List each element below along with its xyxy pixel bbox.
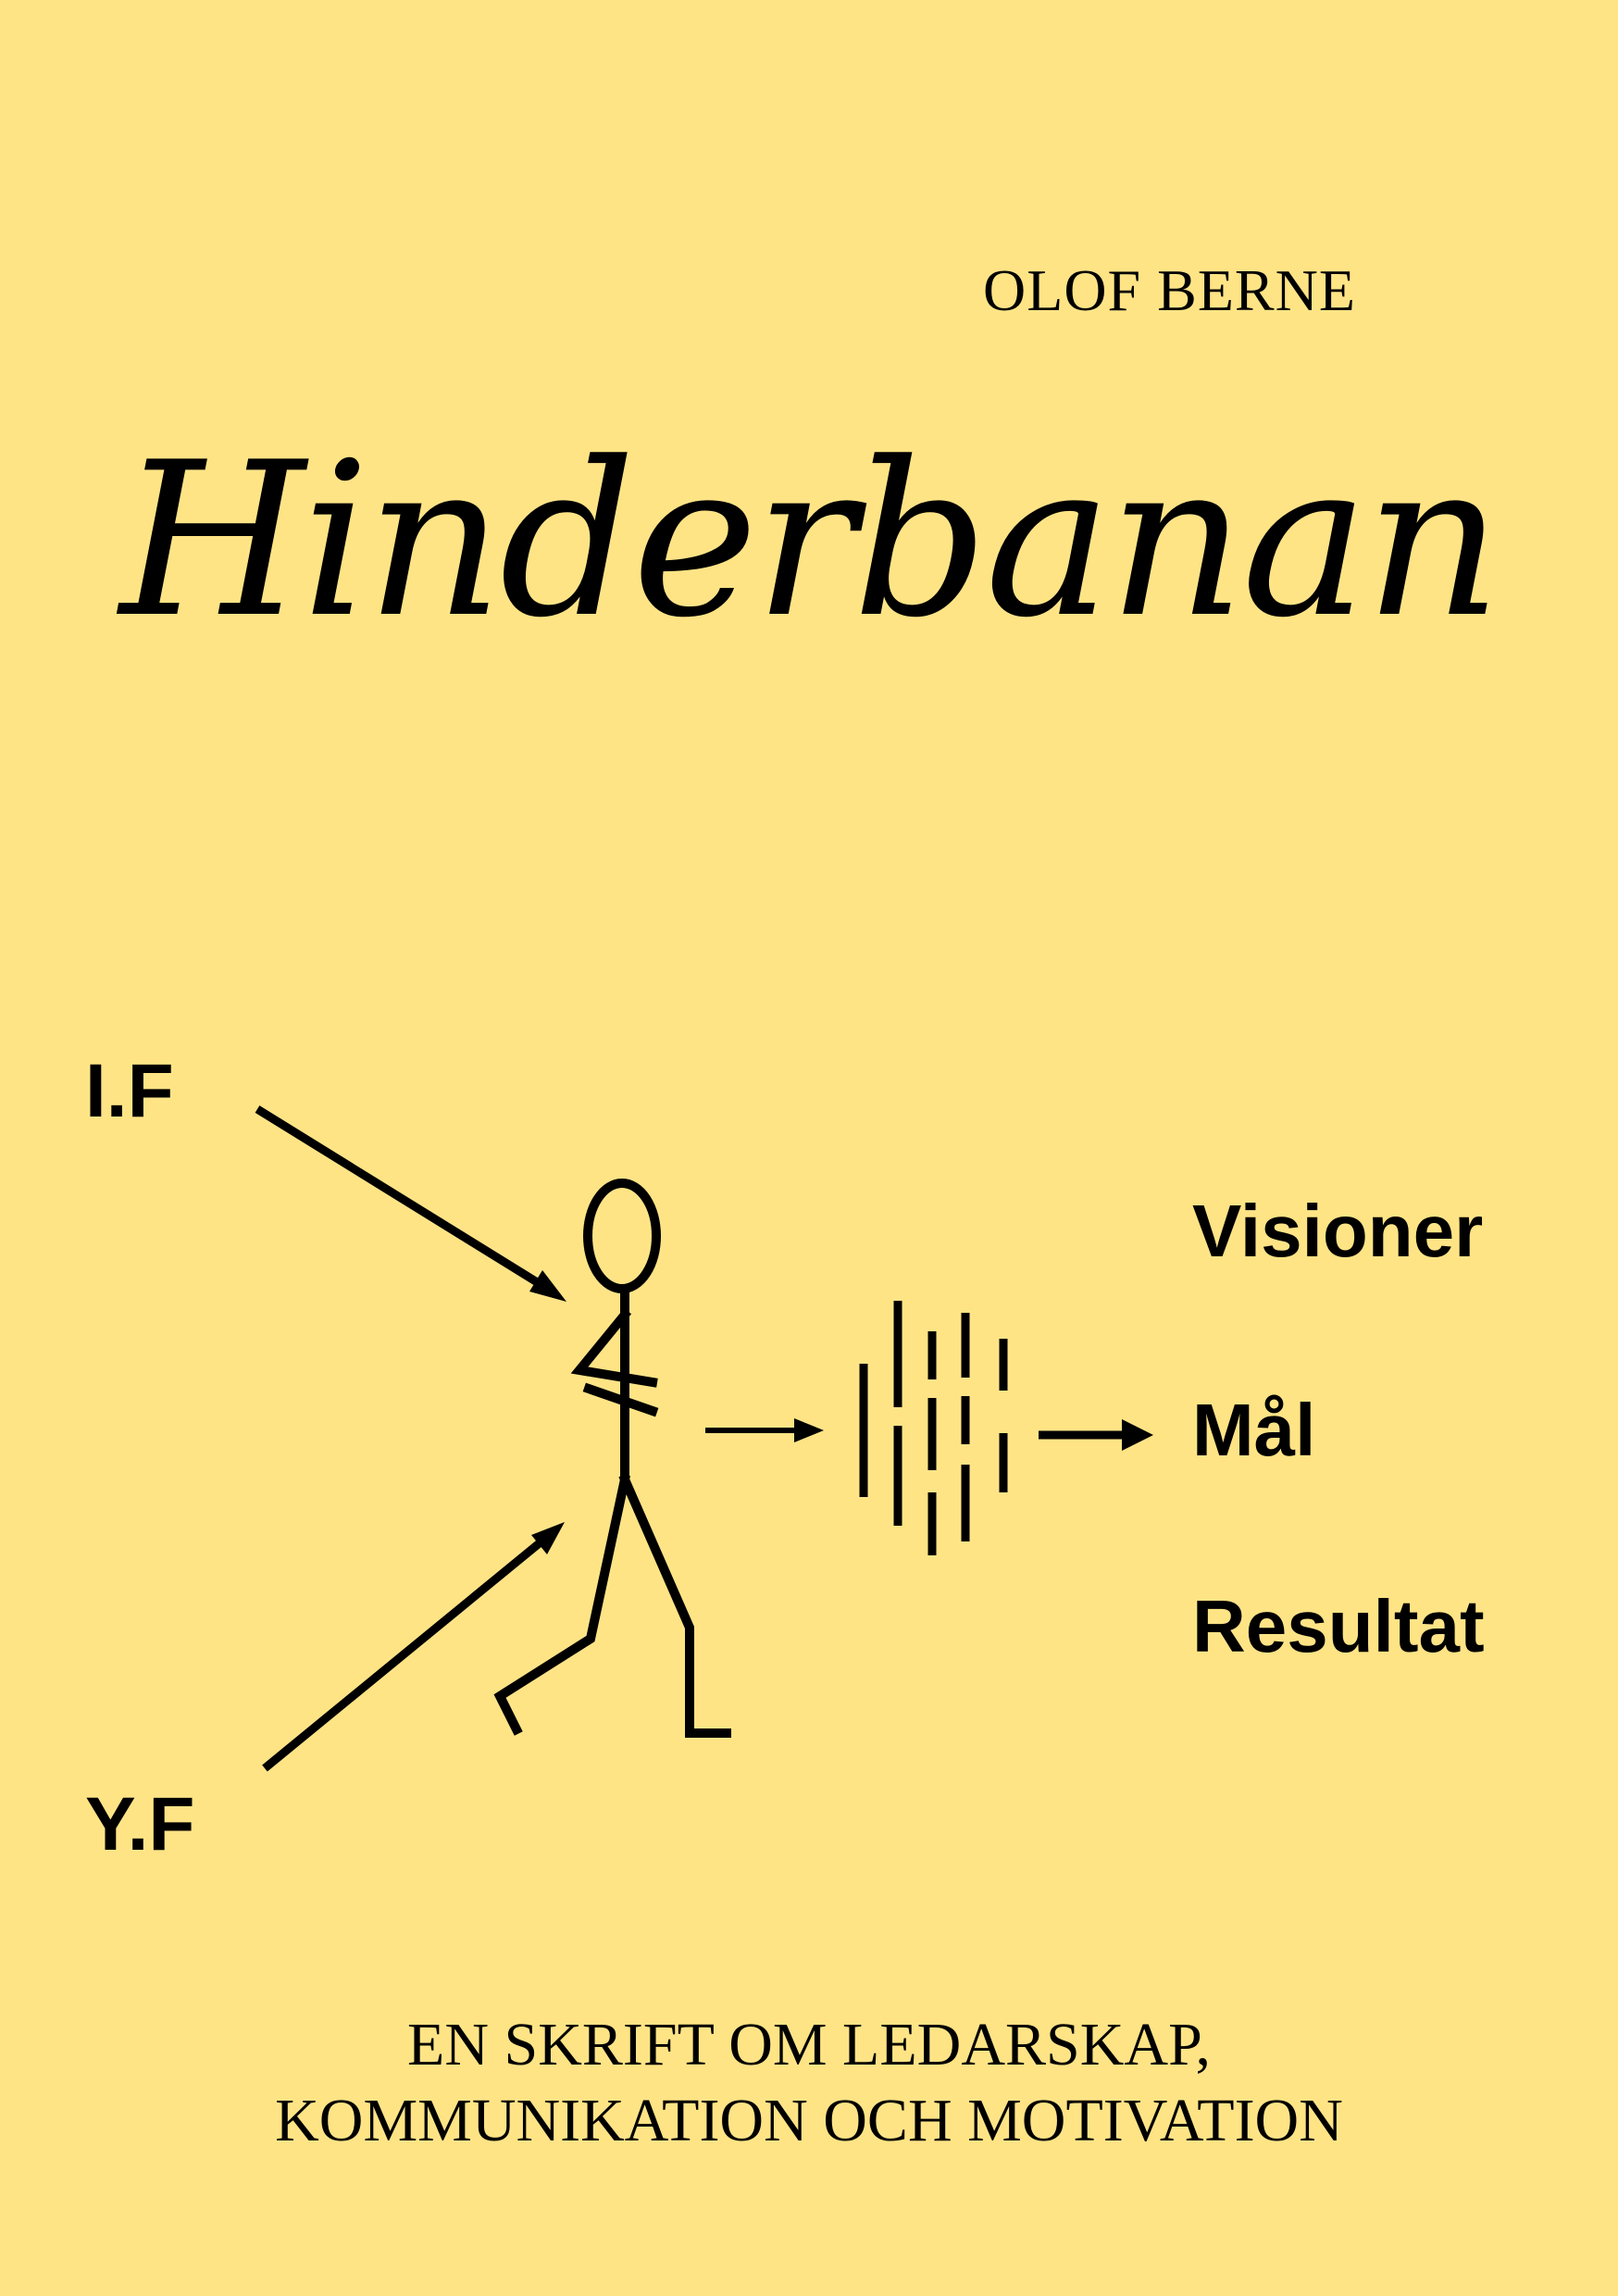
label-visioner: Visioner — [1192, 1190, 1484, 1272]
author-name: OLOF BERNE — [983, 257, 1356, 323]
label-mal: Mål — [1192, 1389, 1316, 1471]
label-resultat: Resultat — [1192, 1585, 1485, 1667]
arrow-figure-to-filter — [705, 1418, 824, 1442]
label-if: I.F — [85, 1049, 174, 1133]
arrow-yf-to-figure — [262, 1522, 565, 1772]
subtitle: EN SKRIFT OM LEDARSKAP, KOMMUNIKATION OC… — [0, 2007, 1618, 2159]
obstacle-bars-icon — [859, 1301, 1008, 1555]
book-title: Hinderbanan — [119, 418, 1501, 665]
arrow-filter-to-goals — [1039, 1419, 1153, 1451]
subtitle-line-2: KOMMUNIKATION OCH MOTIVATION — [275, 2087, 1343, 2154]
label-yf: Y.F — [85, 1782, 195, 1866]
subtitle-line-1: EN SKRIFT OM LEDARSKAP, — [407, 2011, 1211, 2078]
stick-figure-icon — [493, 1179, 731, 1738]
arrow-if-to-figure — [255, 1105, 566, 1302]
